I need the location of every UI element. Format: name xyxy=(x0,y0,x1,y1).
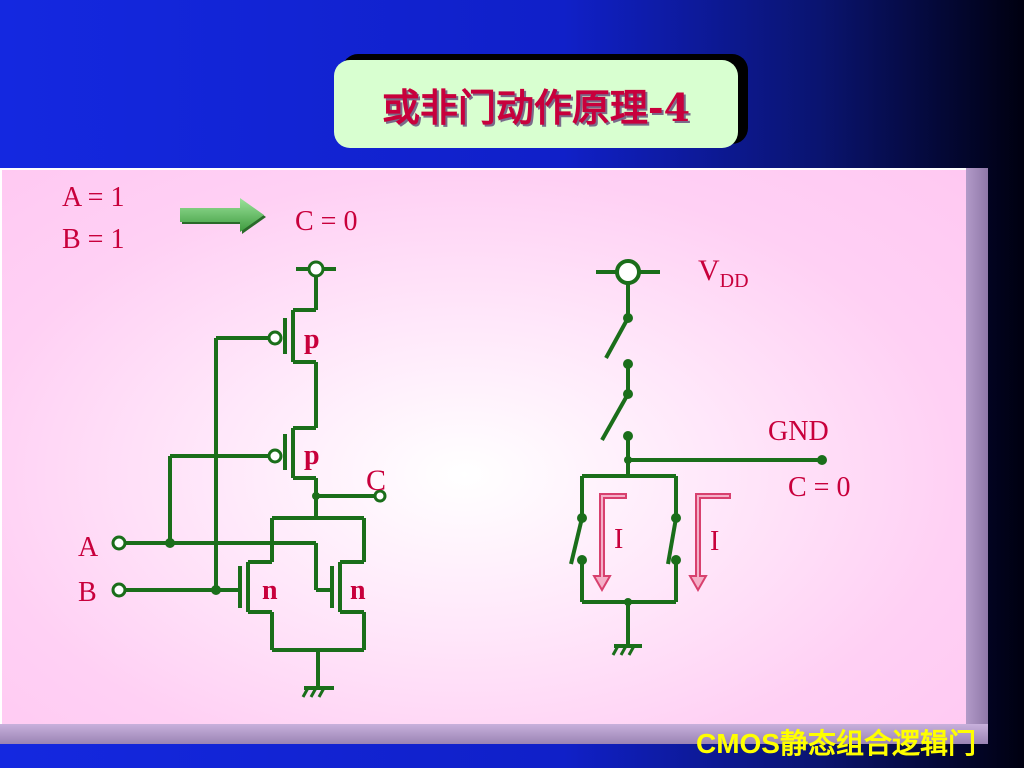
nmos2-label: n xyxy=(350,575,366,606)
current-label-left: I xyxy=(614,524,623,555)
page-title: 或非门动作原理-4 xyxy=(381,84,691,130)
junction-dots xyxy=(165,492,320,595)
switch-ground-symbol-icon xyxy=(611,645,636,656)
ground-symbol-icon xyxy=(301,687,326,698)
output-node-label: C xyxy=(366,464,386,497)
output-terminal-icon xyxy=(373,489,387,503)
vdd-label: VDD xyxy=(698,254,749,292)
output-state: C = 0 xyxy=(295,206,357,237)
pmos1-gate-bubble-icon xyxy=(267,330,283,346)
title-box: 或非门动作原理-4 xyxy=(334,60,738,148)
switch-model-schematic xyxy=(569,270,822,648)
switch-contact-dots xyxy=(577,313,827,606)
panel-bevel-right xyxy=(966,168,988,744)
schematic-terminals xyxy=(111,260,387,598)
panel-bevel-bottom xyxy=(0,724,988,744)
cmos-nor-schematic xyxy=(126,267,374,690)
vdd-node-icon xyxy=(615,259,641,285)
current-arrow-right-icon xyxy=(688,493,731,593)
nmos1-label: n xyxy=(262,575,278,606)
content-panel xyxy=(0,168,966,724)
switch-output-state: C = 0 xyxy=(788,472,850,503)
input-b-terminal-icon xyxy=(111,582,127,598)
gnd-label: GND xyxy=(768,416,829,447)
input-b-label: B xyxy=(78,577,97,608)
footer-caption: CMOS静态组合逻辑门 xyxy=(695,728,976,759)
right-arrow-icon xyxy=(180,198,266,234)
vdd-terminal-icon xyxy=(307,260,325,278)
input-a-terminal-icon xyxy=(111,535,127,551)
current-arrow-left-icon xyxy=(592,493,627,593)
pmos2-label: p xyxy=(304,440,320,471)
current-label-right: I xyxy=(710,526,719,557)
input-a-state: A = 1 xyxy=(62,182,124,213)
input-a-label: A xyxy=(78,532,99,563)
input-b-state: B = 1 xyxy=(62,224,124,255)
pmos1-label: p xyxy=(304,324,320,355)
pmos2-gate-bubble-icon xyxy=(267,448,283,464)
